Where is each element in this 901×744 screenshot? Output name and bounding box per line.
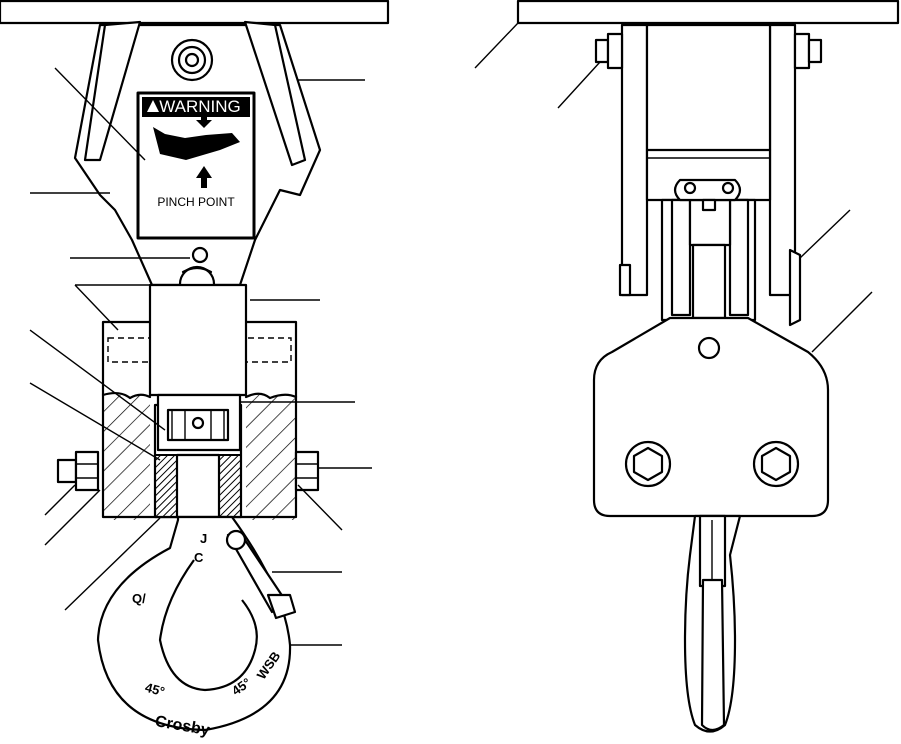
retaining-ring <box>191 246 209 264</box>
latch-clip-left <box>618 263 632 297</box>
leader-lines-right <box>474 22 873 353</box>
leader-lines-left <box>29 67 372 646</box>
hook-mark-j: J <box>200 531 207 546</box>
warning-caption: PINCH POINT <box>157 195 235 209</box>
center-block <box>645 23 772 202</box>
top-nut <box>170 38 214 82</box>
warning-label: WARNING PINCH POINT <box>136 91 256 240</box>
hook-body-side <box>592 316 830 518</box>
body-hole <box>697 336 721 360</box>
hook-mark-q: Q/ <box>132 591 146 606</box>
shank <box>148 283 248 397</box>
mounting-plate-right <box>516 0 900 25</box>
latch-clip-right <box>788 248 802 327</box>
body-bolt-right <box>752 440 800 488</box>
side-view <box>474 0 900 733</box>
top-bolt-left <box>594 32 624 70</box>
latch-pivot <box>225 529 247 551</box>
warning-triangle-icon <box>147 100 159 112</box>
mounting-plate-left <box>0 0 390 25</box>
shank-nut <box>166 408 230 442</box>
side-bolt-left <box>56 450 100 492</box>
body-bolt-left <box>624 440 672 488</box>
warning-title: WARNING <box>159 97 241 116</box>
front-view: WARNING PINCH POINT <box>0 0 390 739</box>
hand-icon <box>153 127 240 160</box>
side-bolt-right <box>294 450 320 492</box>
hook-angle-left: 45° <box>144 680 167 700</box>
down-arrow-icon <box>196 120 212 128</box>
side-plate-left <box>620 23 649 297</box>
right-clevis-arm <box>243 20 307 167</box>
hook-mark-c: C <box>194 550 204 565</box>
up-arrow-icon <box>196 166 212 178</box>
left-clevis-arm <box>83 20 142 162</box>
top-bolt-right <box>793 32 823 70</box>
